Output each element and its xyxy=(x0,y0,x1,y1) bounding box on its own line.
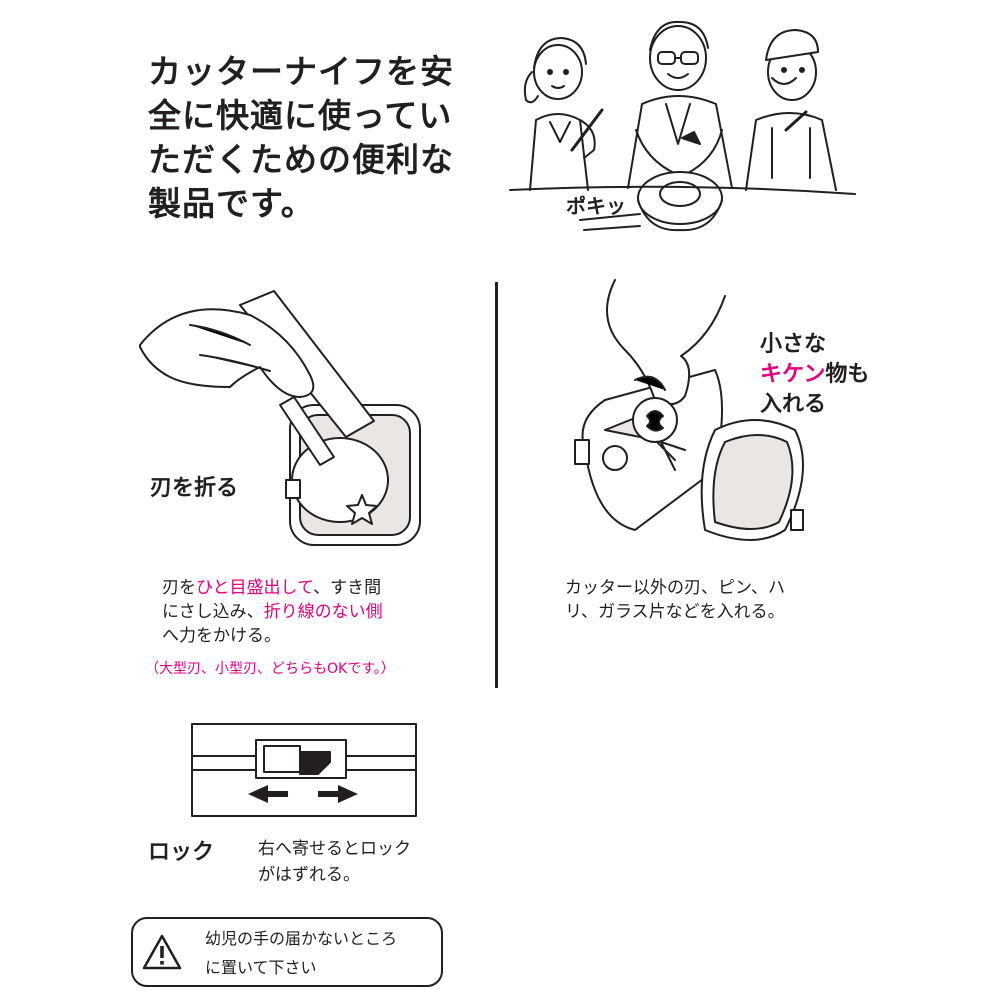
caption-highlight: 折り線のない側 xyxy=(263,602,383,622)
caption-line: へ力をかける。 xyxy=(162,626,281,646)
small-dangerous-items-label: 小さな キケン物も 入れる xyxy=(760,330,869,420)
label-line: 入れる xyxy=(760,392,827,417)
warning-line: 幼児の手の届かないところ xyxy=(205,929,398,948)
caption-text: にさし込み、 xyxy=(162,602,264,622)
intro-heading: カッターナイフを安 全に快適に使ってい ただくための便利な 製品です。 xyxy=(148,50,468,226)
blade-size-note: （大型刃、小型刃、どちらもOKです。） xyxy=(145,661,395,677)
lock-label: ロック xyxy=(148,840,215,865)
break-blade-caption: 刃をひと目盛出して、すき間 にさし込み、折り線のない側 へ力をかける。 xyxy=(162,576,442,648)
label-highlight: キケン xyxy=(760,362,826,387)
lock-description: 右へ寄せるとロック がはずれる。 xyxy=(258,836,411,888)
intro-heading-line: ただくための便利な xyxy=(148,140,454,179)
label-text: 物も xyxy=(825,362,870,387)
label-line: キケン物も xyxy=(760,360,869,390)
blade-breaking-illustration xyxy=(139,290,421,546)
caption-text: 刃を xyxy=(162,578,196,598)
caption-line: カッター以外の刃、ピン、ハ xyxy=(565,578,785,598)
vertical-divider xyxy=(495,282,498,688)
store-items-caption: カッター以外の刃、ピン、ハ リ、ガラス片などを入れる。 xyxy=(565,576,845,624)
caption-highlight: ひと目盛出して xyxy=(196,578,314,598)
caption-line: リ、ガラス片などを入れる。 xyxy=(565,602,785,622)
caption-text: 、すき間 xyxy=(313,578,382,598)
caption-line: 刃をひと目盛出して、すき間 xyxy=(162,576,442,600)
caption-line: にさし込み、折り線のない側 xyxy=(162,600,442,624)
lock-description-line: 右へ寄せるとロック xyxy=(258,839,411,859)
warning-text: 幼児の手の届かないところ に置いて下さい xyxy=(205,924,397,982)
sound-effect-text: ポキッ xyxy=(566,194,626,218)
lock-description-line: がはずれる。 xyxy=(258,865,360,885)
break-blade-label: 刃を折る xyxy=(150,476,239,501)
warning-triangle-icon xyxy=(142,934,182,970)
intro-heading-line: 製品です。 xyxy=(148,184,315,223)
label-line: 小さな xyxy=(760,332,827,357)
warning-line: に置いて下さい xyxy=(205,958,317,977)
intro-heading-line: 全に快適に使ってい xyxy=(148,96,453,135)
open-case-illustration xyxy=(574,279,804,541)
intro-heading-line: カッターナイフを安 xyxy=(148,52,454,91)
people-using-case-illustration xyxy=(509,20,856,232)
lock-diagram xyxy=(191,723,417,817)
warning-box xyxy=(131,917,443,987)
